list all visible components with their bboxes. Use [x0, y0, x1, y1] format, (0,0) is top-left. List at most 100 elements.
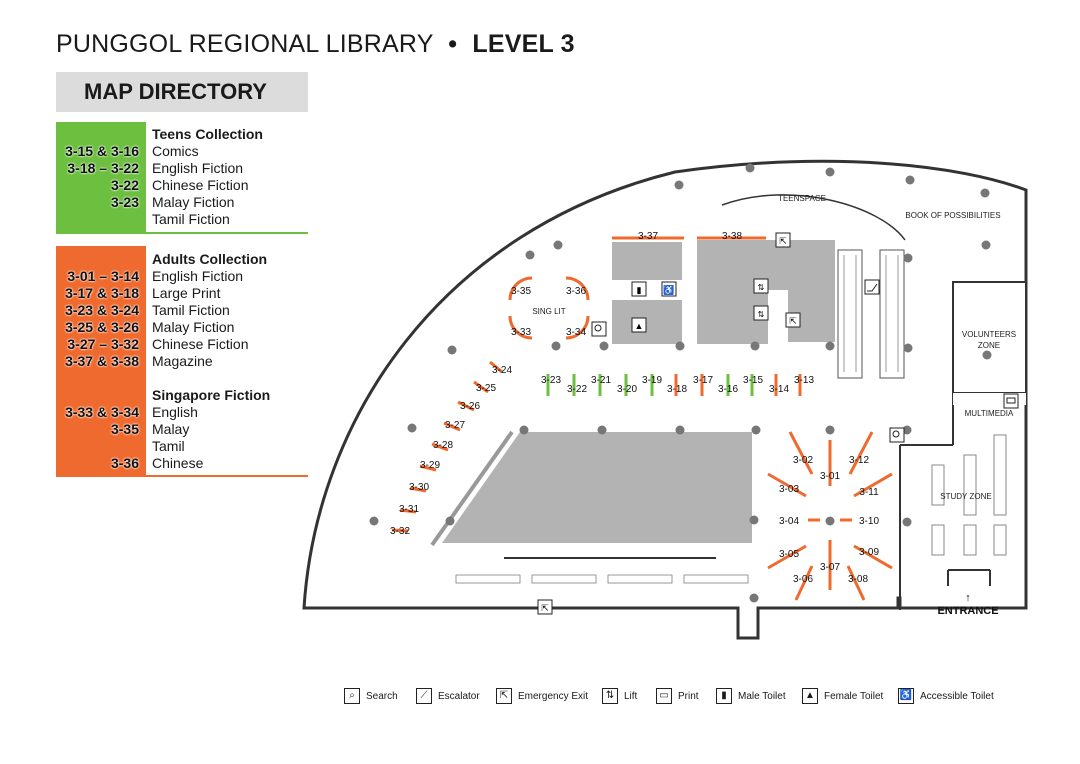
shelf-label: 3-36 — [566, 286, 586, 297]
shelf-label: 3-23 — [541, 375, 561, 386]
print-icon: ▭ — [656, 688, 672, 705]
shelf-label: 3-10 — [859, 516, 879, 527]
shelf-label: 3-37 — [638, 231, 658, 242]
entrance-doors — [947, 569, 991, 586]
teens-color-bar — [56, 122, 146, 234]
central-reading-area — [442, 432, 752, 543]
shelf-label: 3-07 — [820, 562, 840, 573]
multimedia-label: MULTIMEDIA — [965, 409, 1014, 418]
level-name: LEVEL 3 — [472, 30, 575, 58]
shelf-label: 3-16 — [718, 384, 738, 395]
escalators — [837, 249, 905, 379]
svg-text:⇱: ⇱ — [779, 236, 787, 246]
shelf-label: 3-26 — [460, 401, 480, 412]
shelf-label: 3-04 — [779, 516, 799, 527]
shelf-label: 3-13 — [794, 375, 814, 386]
shelf-label: 3-06 — [793, 574, 813, 585]
sing-lit-shelves — [508, 276, 590, 340]
teens-heading: Teens Collection — [152, 126, 263, 142]
zone-labels: TEENSPACE BOOK OF POSSIBILITIES VOLUNTEE… — [532, 194, 1016, 501]
shelf-label: 3-03 — [779, 484, 799, 495]
svg-text:⇱: ⇱ — [541, 603, 549, 613]
library-name: PUNGGOL REGIONAL LIBRARY — [56, 30, 434, 58]
legend-emergency-exit: ⇱Emergency Exit — [496, 688, 588, 706]
emergency-exit-icon: ⇱ — [785, 312, 801, 328]
female-toilet-icon: ▲ — [631, 317, 647, 333]
svg-text:▲: ▲ — [635, 321, 644, 331]
sing-lit-label: SING LIT — [532, 307, 565, 316]
list-item: Tamil — [152, 438, 185, 454]
legend-male-toilet: ▮Male Toilet — [716, 688, 786, 706]
teenspace-label: TEENSPACE — [778, 194, 826, 203]
teens-rule — [56, 232, 308, 234]
list-item: Tamil Fiction — [152, 211, 230, 227]
search-icon: ⌕ — [344, 688, 360, 705]
shelf-label: 3-22 — [567, 384, 587, 395]
escalator-icon: ⟋ — [416, 688, 432, 705]
legend-female-toilet: ▲Female Toilet — [802, 688, 883, 706]
print-icon — [1003, 393, 1019, 409]
map-legend: ⌕Search ⟋Escalator ⇱Emergency Exit ⇅Lift… — [344, 688, 1044, 708]
male-toilet-icon: ▮ — [631, 281, 647, 297]
shelf-label: 3-17 — [693, 375, 713, 386]
shelf-label: 3-19 — [642, 375, 662, 386]
title-separator: • — [448, 30, 458, 58]
accessible-toilet-icon: ♿ — [898, 688, 914, 705]
shelf-label: 3-35 — [511, 286, 531, 297]
adults-heading: Adults Collection — [152, 251, 268, 267]
shelf-label: 3-02 — [793, 455, 813, 466]
benches — [455, 574, 749, 584]
shelf-label: 3-01 — [820, 471, 840, 482]
lift-icon: ⇅ — [753, 278, 769, 294]
legend-lift: ⇅Lift — [602, 688, 637, 706]
entrance-arrow-icon: ↑ — [965, 592, 971, 604]
shelf-label: 3-05 — [779, 549, 799, 560]
female-toilet-icon: ▲ — [802, 688, 818, 705]
shelf-label: 3-27 — [445, 420, 465, 431]
volunteers-zone-label-2: ZONE — [978, 341, 1000, 350]
singapore-fiction-heading: Singapore Fiction — [152, 387, 271, 403]
emergency-exit-icon: ⇱ — [496, 688, 512, 705]
adults-color-bar — [56, 246, 146, 477]
entrance-label: ENTRANCE — [937, 605, 998, 617]
svg-text:⇅: ⇅ — [758, 283, 765, 292]
shelf-label: 3-21 — [591, 375, 611, 386]
shelf-label: 3-12 — [849, 455, 869, 466]
curve-shelf-marks — [391, 360, 503, 533]
accessible-toilet-icon: ♿ — [661, 281, 677, 297]
teen-shelf-marks — [546, 374, 802, 396]
escalator-icon — [864, 279, 880, 295]
radial-shelf-marks — [767, 431, 893, 601]
study-zone-label: STUDY ZONE — [940, 492, 991, 501]
shelf-labels: 3-37 3-38 3-35 3-36 3-33 3-34 3-23 3-22 … — [390, 231, 879, 585]
svg-text:⇅: ⇅ — [758, 310, 765, 319]
shelf-label: 3-30 — [409, 482, 429, 493]
teenspace-arc — [721, 194, 906, 241]
study-desks — [931, 434, 1007, 556]
male-toilet-icon: ▮ — [716, 688, 732, 705]
shelf-label: 3-24 — [492, 365, 512, 376]
volunteers-zone-label-1: VOLUNTEERS — [962, 330, 1016, 339]
shelf-label: 3-31 — [399, 504, 419, 515]
lift-icon: ⇅ — [753, 305, 769, 321]
svg-text:♿: ♿ — [663, 284, 674, 295]
emergency-exit-icon: ⇱ — [775, 232, 791, 248]
emergency-exit-icon: ⇱ — [537, 599, 553, 615]
shelf-label: 3-29 — [420, 460, 440, 471]
svg-text:▮: ▮ — [637, 285, 642, 295]
shelf-label: 3-20 — [617, 384, 637, 395]
floor-outline — [302, 159, 1028, 640]
lift-icon: ⇅ — [602, 688, 618, 705]
shelf-label: 3-09 — [859, 547, 879, 558]
